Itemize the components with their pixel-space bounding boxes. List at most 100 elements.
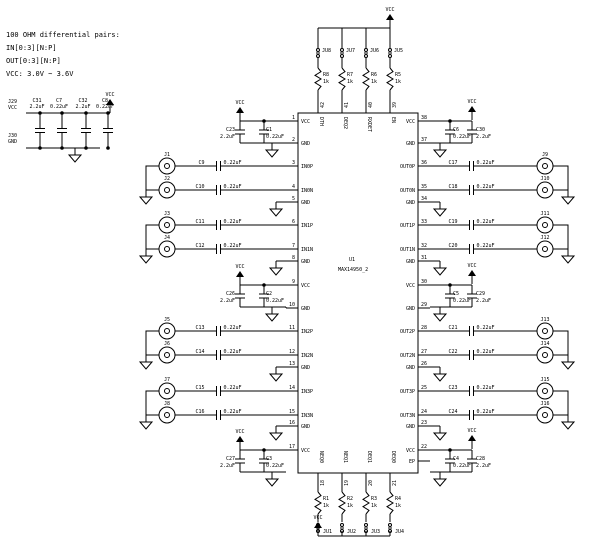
input-jack-label: J6: [164, 341, 170, 347]
pin-name: DEQ1: [366, 451, 372, 463]
shield-wire: [145, 224, 159, 250]
input-jack-label: J5: [164, 317, 170, 323]
pin-name: GND: [406, 200, 415, 206]
input-jack-label: J3: [164, 211, 170, 217]
vcc-arrow: [106, 99, 114, 105]
pin-name: GND: [301, 424, 310, 430]
ground-symbol: [560, 421, 576, 430]
coupling-cap-value: 0.22uF: [477, 160, 495, 166]
test-point-j30: J30: [8, 133, 17, 139]
ground-symbol: [560, 255, 576, 264]
decap-small-value: 0.22uF: [266, 298, 284, 304]
pin-number: 19: [344, 480, 350, 486]
pin-name: IN1P: [301, 223, 313, 229]
pin-name: EP: [409, 459, 415, 465]
pin-name: OUT3N: [400, 413, 415, 419]
shield-wire: [145, 165, 159, 191]
ic-body: [297, 112, 419, 474]
coupling-cap-value: 0.22uF: [224, 349, 242, 355]
output-jack-center: [542, 388, 548, 394]
jumper-label: JU1: [323, 529, 332, 535]
junction-dot: [106, 111, 110, 115]
test-point-gnd: GND: [8, 139, 17, 145]
decap-small-ref: C3: [266, 456, 272, 462]
coupling-cap-ref: C21: [448, 325, 457, 331]
note-supply-range: VCC: 3.0V ~ 3.6V: [6, 70, 74, 78]
bulk-cap-ref: C7: [56, 98, 62, 104]
ground-symbol: [432, 313, 448, 322]
resistor-value: 1k: [395, 79, 401, 85]
jumper-label: JU7: [346, 48, 355, 54]
coupling-cap-ref: C22: [448, 349, 457, 355]
decap-big-value: 2.2uF: [476, 134, 491, 140]
coupling-cap-value: 0.22uF: [224, 160, 242, 166]
pin-name: GND: [301, 306, 310, 312]
vcc-label: VCC: [235, 264, 244, 270]
pin-number: 17: [289, 444, 295, 450]
output-jack-label: J16: [540, 401, 549, 407]
pin-number: 23: [421, 420, 427, 426]
ground-symbol: [264, 149, 280, 158]
resistor-value: 1k: [371, 79, 377, 85]
strap-jumper-pin: [340, 48, 344, 52]
coupling-cap-ref: C10: [195, 184, 204, 190]
coupling-cap-value: 0.22uF: [224, 184, 242, 190]
pin-number: 1: [292, 115, 295, 121]
jumper-label: JU8: [322, 48, 331, 54]
pin-number: 27: [421, 349, 427, 355]
pin-number: 8: [292, 255, 295, 261]
coupling-cap-value: 0.22uF: [224, 325, 242, 331]
coupling-cap-value: 0.22uF: [477, 325, 495, 331]
coupling-cap-value: 0.22uF: [224, 385, 242, 391]
resistor-ref: R3: [371, 496, 377, 502]
strap-jumper-pin: [316, 48, 320, 52]
pin-number: 28: [421, 325, 427, 331]
test-point-vcc: VCC: [8, 105, 17, 111]
output-jack-shield: [536, 406, 554, 424]
pin-name: DTH: [318, 117, 324, 126]
decap-big-ref: C29: [476, 291, 485, 297]
ground-symbol: [264, 313, 280, 322]
shield-wire: [553, 224, 569, 250]
output-jack-center: [542, 246, 548, 252]
ground-symbol: [432, 267, 448, 276]
strap-jumper-pin: [388, 54, 392, 58]
pin-name: GND: [301, 259, 310, 265]
decap-big-ref: C27: [226, 456, 235, 462]
bulk-cap-ref: C32: [78, 98, 87, 104]
pin-name: GND: [301, 365, 310, 371]
coupling-cap-value: 0.22uF: [477, 184, 495, 190]
coupling-cap-ref: C17: [448, 160, 457, 166]
pin-number: 20: [368, 480, 374, 486]
bulk-cap-value: 2.2uF: [29, 104, 44, 110]
pin-number: 31: [421, 255, 427, 261]
ground-symbol: [432, 478, 448, 487]
jumper-label: JU5: [394, 48, 403, 54]
ground-symbol: [138, 361, 154, 370]
strap-resistor-body: [314, 491, 322, 515]
decap-big-value: 2.2uF: [220, 298, 235, 304]
jumper-label: JU2: [347, 529, 356, 535]
output-jack-label: J10: [540, 176, 549, 182]
strap-resistor-body: [314, 67, 322, 91]
pin-number: 41: [344, 102, 350, 108]
resistor-ref: R8: [323, 72, 329, 78]
coupling-cap-value: 0.22uF: [477, 219, 495, 225]
resistor-ref: R2: [347, 496, 353, 502]
pin-number: 26: [421, 361, 427, 367]
bulk-cap-value: 0.22uF: [96, 104, 114, 110]
pin-name: VCC: [406, 119, 415, 125]
resistor-value: 1k: [395, 503, 401, 509]
pin-name: OUT2P: [400, 329, 415, 335]
ic-part: MAX14950_2: [338, 267, 368, 273]
pin-number: 37: [421, 137, 427, 143]
test-point-j29: J29: [8, 99, 17, 105]
decap-big-ref: C30: [476, 127, 485, 133]
shield-wire: [553, 165, 569, 191]
input-jack-center: [164, 328, 170, 334]
jumper-label: JU3: [371, 529, 380, 535]
pin-number: 16: [289, 420, 295, 426]
coupling-cap-ref: C9: [198, 160, 204, 166]
pin-name: IN2N: [301, 353, 313, 359]
